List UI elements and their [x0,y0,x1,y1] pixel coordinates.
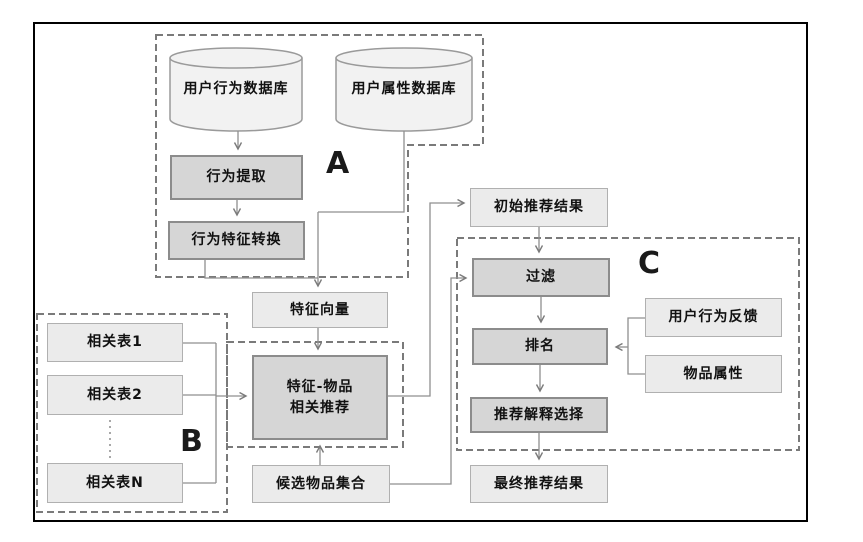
node-behavior-feature-conversion: 行为特征转换 [168,221,305,260]
feature-item-line2: 相关推荐 [290,399,350,416]
user-attribute-database-cylinder-icon [335,47,473,132]
node-feature-vector: 特征向量 [252,292,388,328]
connector-attributedb-to-featurevector [318,131,405,213]
connector-candidates-to-filter [390,278,466,485]
node-related-table-1: 相关表1 [47,323,183,362]
node-feature-item-recommendation: 特征-物品 相关推荐 [252,355,388,440]
node-initial-results: 初始推荐结果 [470,188,608,227]
connector-conversion-to-featurevector [204,260,318,279]
region-feature-item-outline [226,341,404,448]
user-behavior-database-cylinder-icon [169,47,303,132]
node-candidate-item-set: 候选物品集合 [252,465,390,503]
node-user-behavior-feedback: 用户行为反馈 [645,298,782,337]
node-filter: 过滤 [472,258,610,297]
feature-item-line1: 特征-物品 [286,379,354,396]
node-explanation-selection: 推荐解释选择 [470,397,608,433]
node-final-results: 最终推荐结果 [470,465,608,503]
connector-featureitem-to-initialresults [388,203,464,397]
region-c-outline [456,237,800,451]
connector-feedback-attributes-bracket [627,317,645,375]
node-behavior-extraction: 行为提取 [170,155,303,200]
node-user-behavior-db: 用户行为数据库 [183,81,289,97]
node-user-attribute-db: 用户属性数据库 [351,81,457,97]
region-c-label: C [638,246,661,281]
node-item-attributes: 物品属性 [645,355,782,393]
region-a-outline [155,34,484,278]
node-related-table-n: 相关表N [47,463,183,503]
region-b-label: B [180,424,203,459]
node-related-table-2: 相关表2 [47,375,183,415]
node-ranking: 排名 [472,328,608,365]
region-a-label: A [326,146,350,181]
